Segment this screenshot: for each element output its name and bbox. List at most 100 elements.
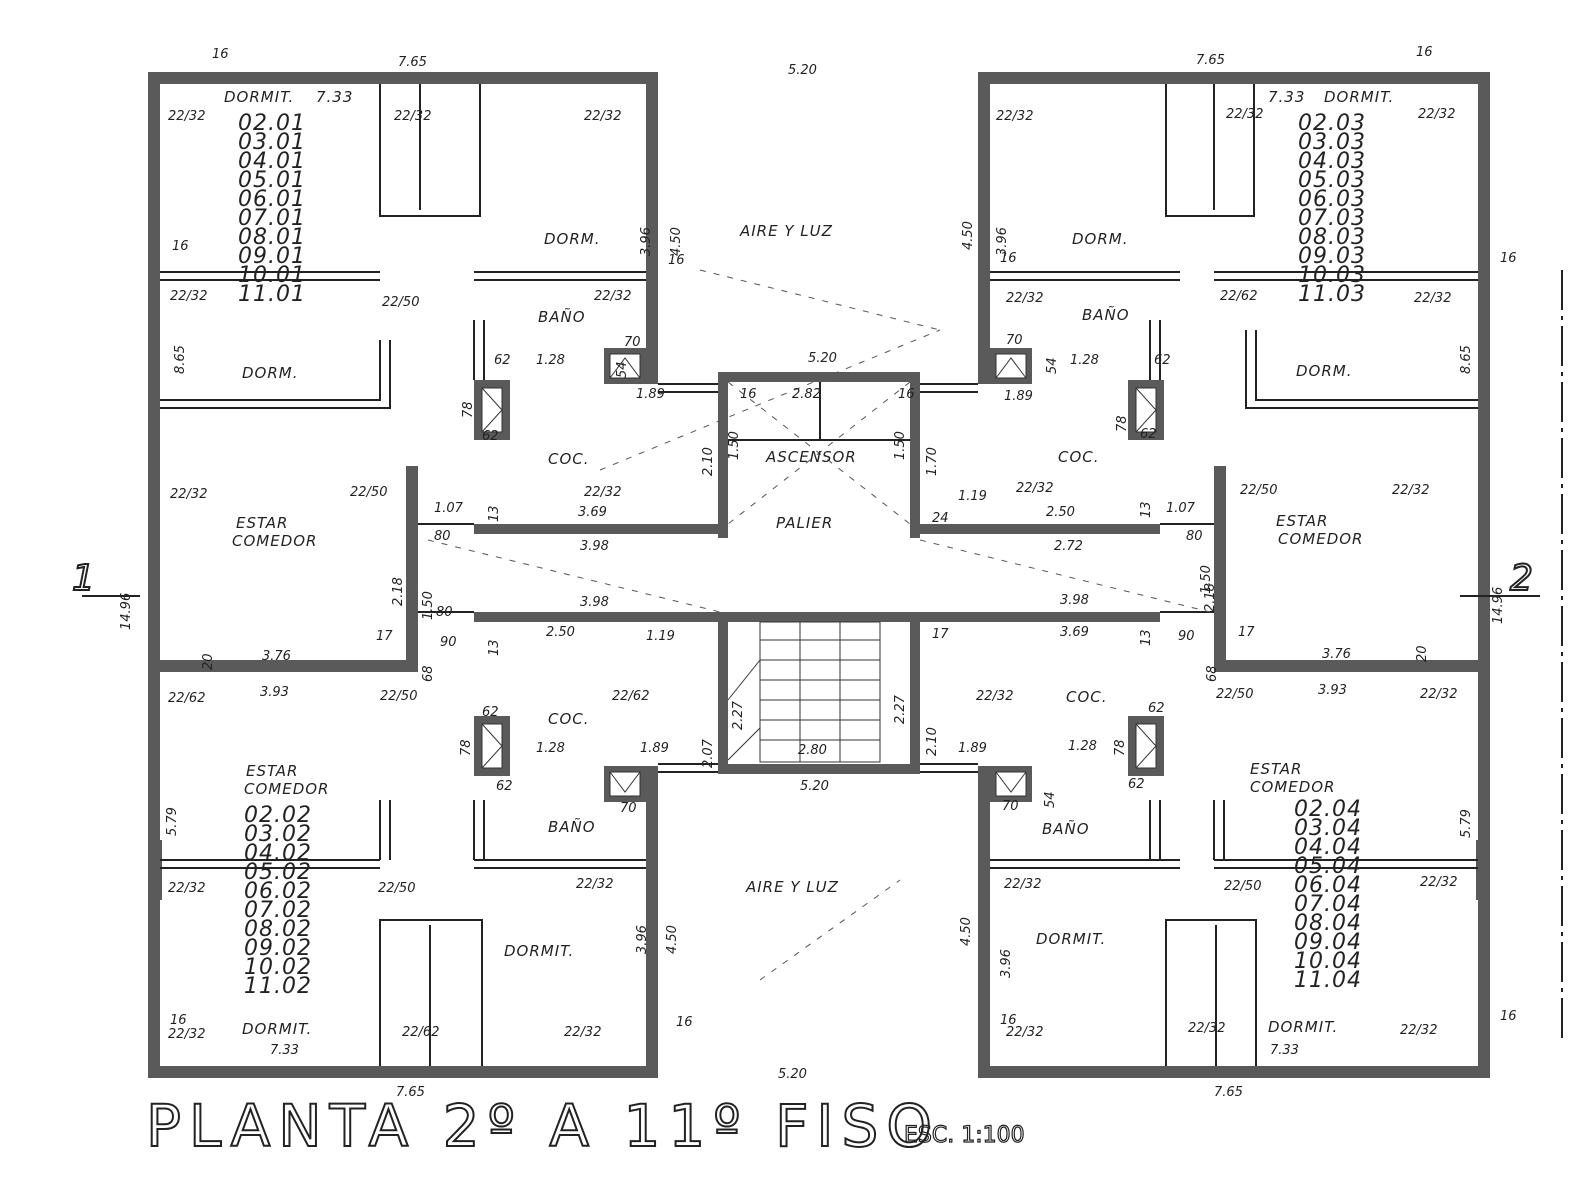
svg-text:10.01: 10.01	[238, 263, 306, 288]
room-label: COC.	[1058, 448, 1100, 466]
svg-text:22/32: 22/32	[170, 289, 207, 304]
svg-text:4.50: 4.50	[961, 221, 976, 250]
room-label: ESTAR	[236, 514, 288, 532]
svg-text:1.07: 1.07	[434, 501, 464, 516]
svg-text:1.28: 1.28	[536, 353, 565, 368]
svg-text:22/50: 22/50	[1240, 483, 1277, 498]
svg-text:54: 54	[615, 361, 630, 378]
svg-text:05.03: 05.03	[1298, 168, 1366, 193]
svg-text:68: 68	[1205, 665, 1220, 682]
svg-text:07.04: 07.04	[1294, 892, 1362, 917]
svg-text:3.76: 3.76	[1322, 647, 1351, 662]
svg-text:2.27: 2.27	[893, 694, 908, 724]
svg-text:62: 62	[496, 779, 513, 794]
svg-text:2.27: 2.27	[731, 700, 746, 730]
svg-text:1.07: 1.07	[1166, 501, 1196, 516]
svg-text:06.01: 06.01	[238, 187, 306, 212]
svg-text:3.76: 3.76	[262, 649, 291, 664]
room-labels: DORMIT. 7.33 DORMIT. 7.33 DORM. DORM. DO…	[224, 88, 1393, 1038]
svg-text:11.04: 11.04	[1294, 968, 1362, 993]
plan-title: PLANTA 2º A 11º FISO	[146, 1092, 940, 1160]
svg-text:17: 17	[1238, 625, 1255, 640]
svg-text:13: 13	[1139, 629, 1154, 646]
svg-text:22/32: 22/32	[584, 109, 621, 124]
svg-text:22/32: 22/32	[1006, 291, 1043, 306]
svg-text:20: 20	[1415, 645, 1430, 662]
room-label: COC.	[1066, 688, 1108, 706]
room-label: COC.	[548, 450, 590, 468]
svg-text:16: 16	[1500, 1009, 1517, 1024]
svg-text:09.04: 09.04	[1294, 930, 1362, 955]
svg-text:4.50: 4.50	[669, 227, 684, 256]
svg-text:3.93: 3.93	[1318, 683, 1347, 698]
room-label: DORMIT.	[504, 942, 574, 960]
svg-text:2.10: 2.10	[925, 727, 940, 756]
svg-text:22/62: 22/62	[1220, 289, 1257, 304]
room-label: DORMIT.	[1036, 930, 1106, 948]
svg-text:2.10: 2.10	[701, 447, 716, 476]
svg-text:62: 62	[1148, 701, 1165, 716]
svg-text:22/32: 22/32	[1006, 1025, 1043, 1040]
svg-text:11.01: 11.01	[238, 282, 306, 307]
svg-text:10.03: 10.03	[1298, 263, 1366, 288]
svg-text:16: 16	[740, 387, 757, 402]
circulation-diagonals	[427, 269, 1211, 981]
svg-text:7.65: 7.65	[396, 1085, 425, 1100]
room-label: BAÑO	[1042, 819, 1090, 838]
svg-text:COMEDOR: COMEDOR	[1278, 530, 1363, 548]
svg-text:17: 17	[932, 627, 949, 642]
svg-text:11.02: 11.02	[244, 974, 312, 999]
svg-text:3.98: 3.98	[580, 539, 609, 554]
svg-text:16: 16	[1000, 1013, 1017, 1028]
svg-text:07.02: 07.02	[244, 898, 312, 923]
svg-text:22/32: 22/32	[1418, 107, 1455, 122]
svg-text:3.96: 3.96	[639, 227, 654, 256]
svg-text:22/32: 22/32	[976, 689, 1013, 704]
svg-text:03.03: 03.03	[1298, 130, 1366, 155]
svg-text:05.02: 05.02	[244, 860, 312, 885]
svg-text:16: 16	[1500, 251, 1517, 266]
room-label: AIRE Y LUZ	[739, 222, 833, 240]
svg-text:24: 24	[932, 511, 949, 526]
svg-text:22/62: 22/62	[168, 691, 205, 706]
svg-text:5.20: 5.20	[778, 1067, 807, 1082]
svg-text:22/32: 22/32	[1392, 483, 1429, 498]
svg-text:02.03: 02.03	[1298, 111, 1366, 136]
svg-text:16: 16	[1416, 45, 1433, 60]
svg-text:7.33: 7.33	[270, 1043, 299, 1058]
svg-text:5.79: 5.79	[165, 807, 180, 836]
svg-text:78: 78	[461, 401, 476, 418]
room-label: AIRE Y LUZ	[745, 878, 839, 896]
svg-text:04.04: 04.04	[1294, 835, 1362, 860]
svg-text:14.96: 14.96	[1491, 587, 1506, 624]
svg-text:22/50: 22/50	[378, 881, 415, 896]
svg-text:70: 70	[1006, 333, 1023, 348]
svg-text:7.33: 7.33	[1270, 1043, 1299, 1058]
svg-text:07.03: 07.03	[1298, 206, 1366, 231]
unit-list-bottom-right: 02.04 03.04 04.04 05.04 06.04 07.04 08.0…	[1294, 797, 1362, 993]
svg-text:13: 13	[1139, 501, 1154, 518]
svg-text:5.79: 5.79	[1459, 809, 1474, 838]
svg-text:1.19: 1.19	[646, 629, 675, 644]
svg-text:22/32: 22/32	[996, 109, 1033, 124]
svg-text:8.65: 8.65	[1459, 345, 1474, 374]
svg-text:07.01: 07.01	[238, 206, 306, 231]
section-markers: 1 2	[71, 270, 1563, 1040]
room-label: BAÑO	[538, 307, 586, 326]
svg-text:13: 13	[487, 639, 502, 656]
svg-text:22/32: 22/32	[1420, 687, 1457, 702]
svg-text:22/32: 22/32	[1400, 1023, 1437, 1038]
svg-text:16: 16	[1000, 251, 1017, 266]
svg-text:03.01: 03.01	[238, 130, 306, 155]
svg-text:70: 70	[1002, 799, 1019, 814]
svg-text:22/50: 22/50	[1216, 687, 1253, 702]
svg-text:5.20: 5.20	[800, 779, 829, 794]
svg-text:3.96: 3.96	[635, 925, 650, 954]
svg-text:3.69: 3.69	[578, 505, 607, 520]
svg-text:22/50: 22/50	[380, 689, 417, 704]
room-label: ESTAR	[1276, 512, 1328, 530]
svg-text:10.04: 10.04	[1294, 949, 1362, 974]
svg-text:02.02: 02.02	[244, 803, 312, 828]
svg-text:70: 70	[620, 801, 637, 816]
